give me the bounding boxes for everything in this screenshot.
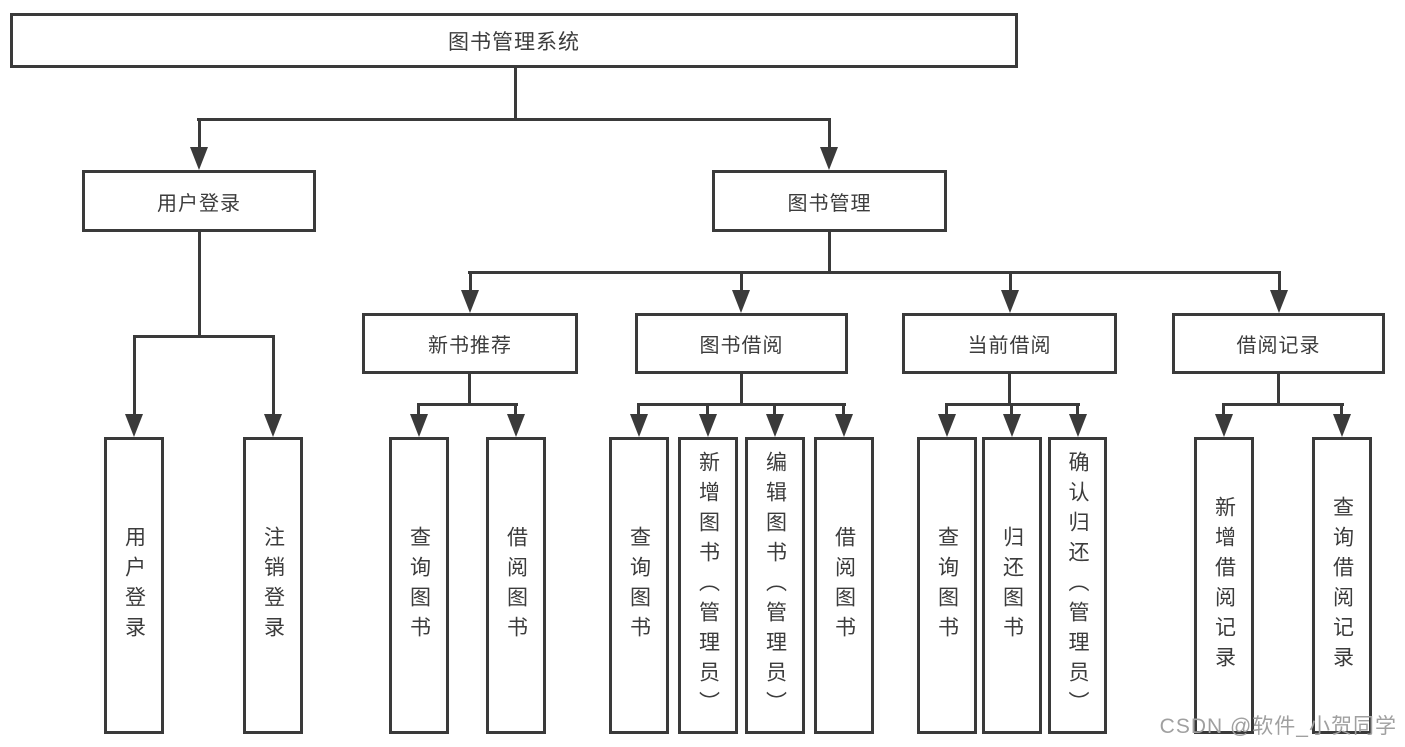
- leaf-confirm-return-admin-label: 确认归还（管理员）: [1066, 450, 1089, 721]
- leaf-add-book-admin-label: 新增图书（管理员）: [696, 450, 720, 721]
- connector-line: [198, 118, 201, 152]
- leaf-query-book-borrow: 查询图书: [609, 437, 669, 734]
- connector-line: [469, 271, 472, 296]
- arrow-down-icon: [835, 414, 853, 437]
- arrow-down-icon: [1001, 290, 1019, 313]
- connector-line: [514, 67, 517, 120]
- node-root-system: 图书管理系统: [10, 13, 1018, 68]
- connector-line: [197, 118, 831, 121]
- node-borrow-record-label: 借阅记录: [1236, 335, 1321, 357]
- connector-line: [1009, 271, 1012, 296]
- connector-line: [740, 271, 743, 296]
- leaf-query-book-borrow-label: 查询图书: [627, 525, 651, 646]
- csdn-watermark: CSDN @软件_小贺同学: [1159, 715, 1397, 738]
- leaf-logout-label: 注销登录: [261, 525, 285, 646]
- leaf-add-borrow-record-label: 新增借阅记录: [1212, 495, 1236, 676]
- connector-line: [1222, 403, 1344, 406]
- node-book-management-label: 图书管理: [787, 192, 872, 215]
- node-user-login: 用户登录: [82, 170, 316, 232]
- leaf-add-book-admin: 新增图书（管理员）: [678, 437, 738, 734]
- arrow-down-icon: [766, 414, 784, 437]
- leaf-return-book-label: 归还图书: [1000, 525, 1024, 646]
- arrow-down-icon: [190, 147, 208, 170]
- node-user-login-label: 用户登录: [157, 192, 241, 215]
- arrow-down-icon: [507, 414, 525, 437]
- leaf-query-book-recommend-label: 查询图书: [407, 525, 431, 646]
- leaf-borrow-book: 借阅图书: [814, 437, 874, 734]
- leaf-edit-book-admin: 编辑图书（管理员）: [745, 437, 805, 734]
- arrow-down-icon: [630, 414, 648, 437]
- node-root-label: 图书管理系统: [448, 30, 580, 54]
- node-book-borrow-label: 图书借阅: [699, 335, 784, 357]
- connector-line: [1277, 372, 1280, 406]
- connector-line: [706, 403, 709, 421]
- leaf-query-book-current-label: 查询图书: [935, 525, 959, 646]
- connector-line: [637, 403, 640, 421]
- node-new-book-recommend: 新书推荐: [362, 313, 578, 374]
- connector-line: [842, 403, 845, 421]
- connector-line: [133, 335, 136, 417]
- arrow-down-icon: [1215, 414, 1233, 437]
- arrow-down-icon: [410, 414, 428, 437]
- leaf-query-borrow-record-label: 查询借阅记录: [1330, 495, 1354, 676]
- connector-line: [1222, 403, 1225, 421]
- arrow-down-icon: [732, 290, 750, 313]
- connector-line: [198, 231, 201, 337]
- leaf-logout: 注销登录: [243, 437, 303, 734]
- arrow-down-icon: [125, 414, 143, 437]
- node-borrow-record: 借阅记录: [1172, 313, 1385, 374]
- connector-line: [1010, 403, 1013, 421]
- connector-line: [1076, 403, 1079, 421]
- connector-line: [133, 335, 275, 338]
- leaf-query-book-current: 查询图书: [917, 437, 977, 734]
- connector-line: [945, 403, 948, 421]
- arrow-down-icon: [1333, 414, 1351, 437]
- arrow-down-icon: [461, 290, 479, 313]
- arrow-down-icon: [264, 414, 282, 437]
- arrow-down-icon: [1270, 290, 1288, 313]
- arrow-down-icon: [699, 414, 717, 437]
- connector-line: [637, 403, 846, 406]
- leaf-user-login-label: 用户登录: [122, 525, 146, 646]
- connector-line: [828, 118, 831, 152]
- connector-line: [272, 335, 275, 417]
- arrow-down-icon: [820, 147, 838, 170]
- connector-line: [773, 403, 776, 421]
- leaf-return-book: 归还图书: [982, 437, 1042, 734]
- leaf-edit-book-admin-label: 编辑图书（管理员）: [763, 450, 787, 721]
- node-book-borrow: 图书借阅: [635, 313, 848, 374]
- leaf-borrow-book-recommend: 借阅图书: [486, 437, 546, 734]
- node-current-borrow-label: 当前借阅: [967, 335, 1052, 357]
- connector-line: [1340, 403, 1343, 421]
- connector-line: [468, 372, 471, 406]
- node-book-management: 图书管理: [712, 170, 947, 232]
- leaf-confirm-return-admin: 确认归还（管理员）: [1048, 437, 1107, 734]
- leaf-borrow-book-recommend-label: 借阅图书: [504, 525, 528, 646]
- connector-line: [468, 271, 1280, 274]
- arrow-down-icon: [1003, 414, 1021, 437]
- leaf-query-book-recommend: 查询图书: [389, 437, 449, 734]
- leaf-query-borrow-record: 查询借阅记录: [1312, 437, 1372, 734]
- arrow-down-icon: [1069, 414, 1087, 437]
- node-current-borrow: 当前借阅: [902, 313, 1117, 374]
- connector-line: [828, 231, 831, 273]
- connector-line: [417, 403, 518, 406]
- connector-line: [1278, 271, 1281, 296]
- connector-line: [740, 372, 743, 406]
- arrow-down-icon: [938, 414, 956, 437]
- node-new-book-recommend-label: 新书推荐: [428, 335, 512, 357]
- connector-line: [514, 403, 517, 421]
- connector-line: [417, 403, 420, 421]
- connector-line: [1008, 372, 1011, 406]
- leaf-borrow-book-label: 借阅图书: [832, 525, 856, 646]
- leaf-user-login: 用户登录: [104, 437, 164, 734]
- leaf-add-borrow-record: 新增借阅记录: [1194, 437, 1254, 734]
